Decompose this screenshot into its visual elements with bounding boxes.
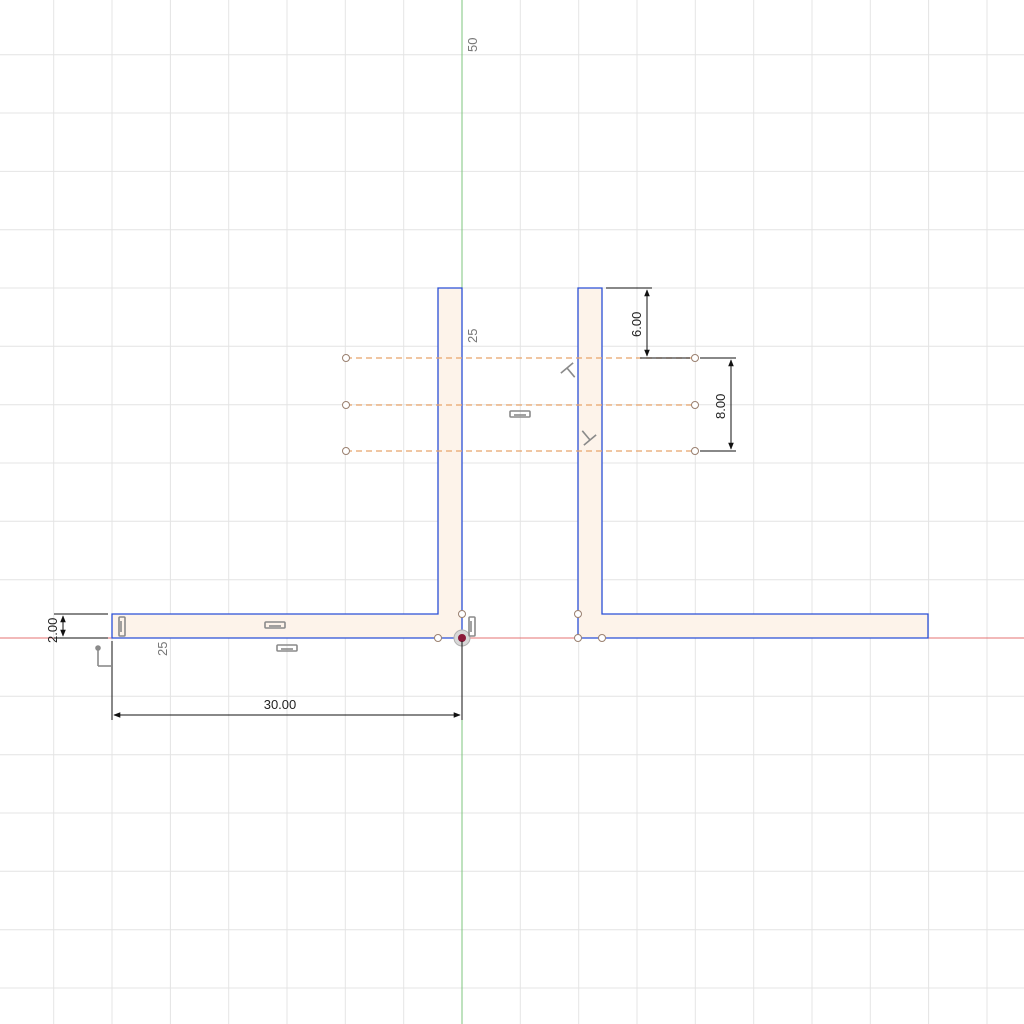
ruler-label-y-25: 25 xyxy=(465,329,480,343)
horizontal-constraint-icon[interactable] xyxy=(276,644,298,652)
construction-endpoint[interactable] xyxy=(691,447,699,455)
perpendicular-constraint-icon[interactable] xyxy=(576,426,597,446)
horizontal-constraint-icon[interactable] xyxy=(509,410,531,418)
vertex-handle[interactable] xyxy=(458,610,466,618)
construction-endpoint[interactable] xyxy=(691,401,699,409)
dimension-2-label[interactable]: 2.00 xyxy=(45,618,60,643)
dimension-8[interactable]: 8.00 xyxy=(700,357,736,452)
construction-endpoint[interactable] xyxy=(342,447,350,455)
construction-endpoint[interactable] xyxy=(342,354,350,362)
vertex-handle[interactable] xyxy=(598,634,606,642)
horizontal-constraint-icon[interactable] xyxy=(264,621,286,629)
construction-endpoint[interactable] xyxy=(691,354,699,362)
vertical-constraint-icon[interactable] xyxy=(468,616,476,637)
fix-constraint-icon[interactable] xyxy=(95,645,112,667)
dimension-8-label[interactable]: 8.00 xyxy=(713,394,728,419)
dimension-30[interactable]: 30.00 xyxy=(111,641,463,720)
vertical-constraint-icon[interactable] xyxy=(118,616,126,637)
dimension-2[interactable]: 2.00 xyxy=(45,613,108,643)
left-l-profile[interactable] xyxy=(111,287,463,639)
dimension-30-label[interactable]: 30.00 xyxy=(264,697,297,712)
construction-endpoint[interactable] xyxy=(342,401,350,409)
ruler-label-x-25: 25 xyxy=(155,642,170,656)
vertex-handle[interactable] xyxy=(434,634,442,642)
perpendicular-constraint-icon[interactable] xyxy=(560,362,581,382)
ruler-label-y-50: 50 xyxy=(465,38,480,52)
dimension-6-label[interactable]: 6.00 xyxy=(629,312,644,337)
origin-point[interactable] xyxy=(458,634,466,642)
vertex-handle[interactable] xyxy=(574,634,582,642)
vertex-handle[interactable] xyxy=(574,610,582,618)
dimension-6[interactable]: 6.00 xyxy=(606,287,690,359)
